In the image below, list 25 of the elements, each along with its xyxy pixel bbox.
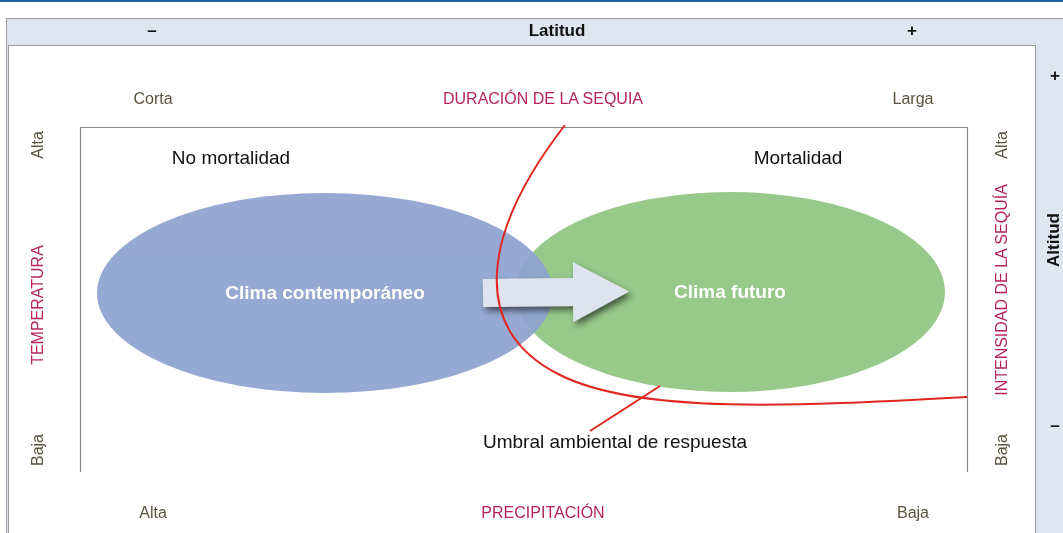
zone-label: No mortalidad: [171, 147, 291, 167]
shift-arrow: [482, 262, 629, 322]
scale-label: Baja: [30, 434, 46, 466]
variable-label: DURACIÓN DE LA SEQUIA: [443, 91, 643, 107]
scale-label: Alta: [139, 505, 167, 521]
axis-label: +: [1050, 66, 1060, 84]
axis-label: Altitud: [1044, 213, 1062, 267]
variable-label: TEMPERATURA: [30, 245, 46, 365]
ellipse-label: Clima contemporáneo: [225, 282, 425, 304]
threshold-label: Umbral ambiental de respuesta: [468, 431, 762, 455]
scale-label: Baja: [994, 434, 1010, 466]
scale-label: Alta: [30, 131, 46, 159]
leader-line: [589, 385, 661, 432]
scale-label: Larga: [892, 91, 934, 107]
ellipse-label: Clima futuro: [674, 281, 786, 303]
scale-label: Baja: [897, 505, 929, 521]
variable-label: INTENSIDAD DE LA SEQUÍA: [994, 184, 1010, 396]
scale-label: Corta: [133, 91, 173, 107]
axis-label: Latitud: [528, 21, 586, 39]
axis-label: –: [1050, 416, 1060, 434]
variable-label: PRECIPITACIÓN: [481, 505, 605, 521]
scale-label: Alta: [994, 131, 1010, 159]
axis-label: –: [147, 21, 157, 39]
axis-label: +: [907, 21, 917, 39]
zone-label: Mortalidad: [753, 147, 843, 167]
